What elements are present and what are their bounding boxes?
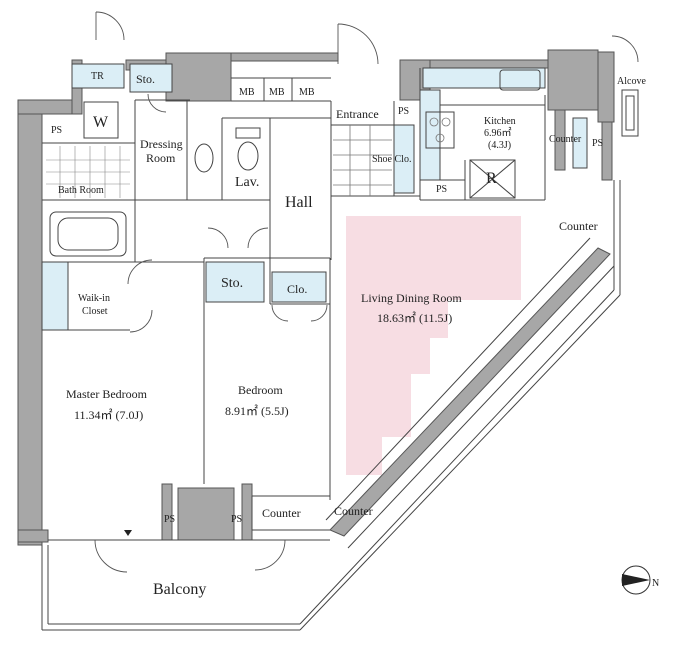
label-counter-right: Counter <box>559 219 598 233</box>
fixtures <box>46 69 639 257</box>
north-arrow-icon: N <box>621 565 659 595</box>
label-ps-left: PS <box>51 125 62 136</box>
label-master-1: Master Bedroom <box>66 387 148 401</box>
label-mb1: MB <box>239 87 255 98</box>
label-ps-kitchen: PS <box>436 184 447 195</box>
label-kitchen-3: (4.3J) <box>488 140 511 151</box>
label-dressing-2: Room <box>146 151 176 165</box>
label-dressing-1: Dressing <box>140 137 183 151</box>
label-hall: Hall <box>285 194 313 211</box>
label-kitchen-2: 6.96㎡ <box>484 127 512 139</box>
label-r: R <box>486 170 497 187</box>
label-alcove: Alcove <box>617 76 646 87</box>
balcony-outline <box>41 180 621 631</box>
label-kitchen-1: Kitchen <box>484 116 516 127</box>
north-label: N <box>652 578 659 589</box>
label-bath: Bath Room <box>58 185 104 196</box>
label-ps-entrance: PS <box>398 106 409 117</box>
label-bed-2: 8.91㎡ (5.5J) <box>225 404 289 418</box>
label-mb2: MB <box>269 87 285 98</box>
label-shoe-clo: Shoe Clo. <box>372 154 411 165</box>
label-ldr-2: 18.63㎡ (11.5J) <box>377 311 452 325</box>
label-walkin-1: Waik-in <box>78 293 110 304</box>
label-ldr-1: Living Dining Room <box>361 291 462 305</box>
label-ps-b1: PS <box>164 514 175 525</box>
label-counter-kitchen: Counter <box>549 134 582 145</box>
doors <box>94 11 639 573</box>
label-walkin-2: Closet <box>82 306 108 317</box>
diagonal-wall <box>329 247 611 537</box>
label-ps-b2: PS <box>231 514 242 525</box>
label-sto-top: Sto. <box>136 72 155 86</box>
ldr-highlight <box>346 216 521 475</box>
label-lav: Lav. <box>235 175 259 190</box>
label-clo: Clo. <box>287 282 307 296</box>
label-entrance: Entrance <box>336 107 379 121</box>
entry-marker-icon <box>124 530 132 536</box>
label-sto-mid: Sto. <box>221 276 243 291</box>
label-master-2: 11.34㎡ (7.0J) <box>74 408 143 422</box>
label-counter-b1: Counter <box>262 506 301 520</box>
label-tr: TR <box>91 71 104 82</box>
label-mb3: MB <box>299 87 315 98</box>
label-counter-b2: Counter <box>334 504 373 518</box>
label-bed-1: Bedroom <box>238 383 283 397</box>
label-ps-right: PS <box>592 138 603 149</box>
label-w: W <box>93 114 109 131</box>
label-balcony: Balcony <box>153 581 206 598</box>
storage-blocks <box>41 63 588 331</box>
